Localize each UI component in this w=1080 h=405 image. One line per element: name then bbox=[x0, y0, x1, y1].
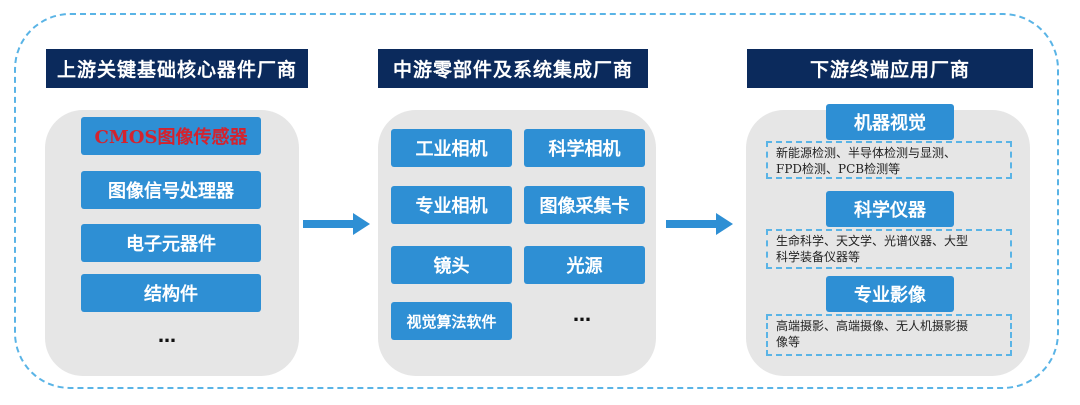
midstream-item-professional-camera: 专业相机 bbox=[391, 186, 512, 224]
midstream-item-industrial-camera: 工业相机 bbox=[391, 129, 512, 167]
downstream-scientific-instrument-title: 科学仪器 bbox=[826, 191, 954, 227]
downstream-professional-imaging-title: 专业影像 bbox=[826, 276, 954, 312]
upstream-item-electronic-components: 电子元器件 bbox=[81, 224, 261, 262]
downstream-header: 下游终端应用厂商 bbox=[747, 49, 1033, 88]
midstream-item-light-source: 光源 bbox=[524, 246, 645, 284]
upstream-item-isp: 图像信号处理器 bbox=[81, 171, 261, 209]
downstream-panel bbox=[746, 110, 1030, 376]
desc-line: 高端摄影、高端摄像、无人机摄影摄 bbox=[776, 319, 969, 333]
downstream-scientific-instrument-desc: 生命科学、天文学、光谱仪器、大型 科学装备仪器等 bbox=[766, 229, 1012, 269]
downstream-professional-imaging-desc: 高端摄影、高端摄像、无人机摄影摄 像等 bbox=[766, 314, 1012, 356]
desc-line: 生命科学、天文学、光谱仪器、大型 bbox=[776, 234, 969, 248]
arrow-midstream-to-downstream bbox=[666, 213, 733, 235]
midstream-more: … bbox=[573, 305, 593, 326]
upstream-more: … bbox=[158, 326, 178, 347]
midstream-item-vision-software: 视觉算法软件 bbox=[391, 302, 512, 340]
midstream-item-frame-grabber: 图像采集卡 bbox=[524, 186, 645, 224]
arrow-upstream-to-midstream bbox=[303, 213, 370, 235]
outer-dashed-frame bbox=[14, 13, 1059, 389]
desc-line: 科学装备仪器等 bbox=[776, 250, 861, 264]
desc-line: FPD检测、PCB检测等 bbox=[776, 162, 901, 176]
upstream-header: 上游关键基础核心器件厂商 bbox=[46, 49, 308, 88]
desc-line: 像等 bbox=[776, 335, 801, 349]
desc-line: 新能源检测、半导体检测与显测、 bbox=[776, 146, 957, 160]
upstream-item-cmos-sensor: CMOS图像传感器 bbox=[81, 117, 261, 155]
upstream-item-structural-parts: 结构件 bbox=[81, 274, 261, 312]
midstream-item-lens: 镜头 bbox=[391, 246, 512, 284]
midstream-header: 中游零部件及系统集成厂商 bbox=[378, 49, 648, 88]
downstream-machine-vision-title: 机器视觉 bbox=[826, 104, 954, 140]
downstream-machine-vision-desc: 新能源检测、半导体检测与显测、 FPD检测、PCB检测等 bbox=[766, 141, 1012, 179]
midstream-item-scientific-camera: 科学相机 bbox=[524, 129, 645, 167]
